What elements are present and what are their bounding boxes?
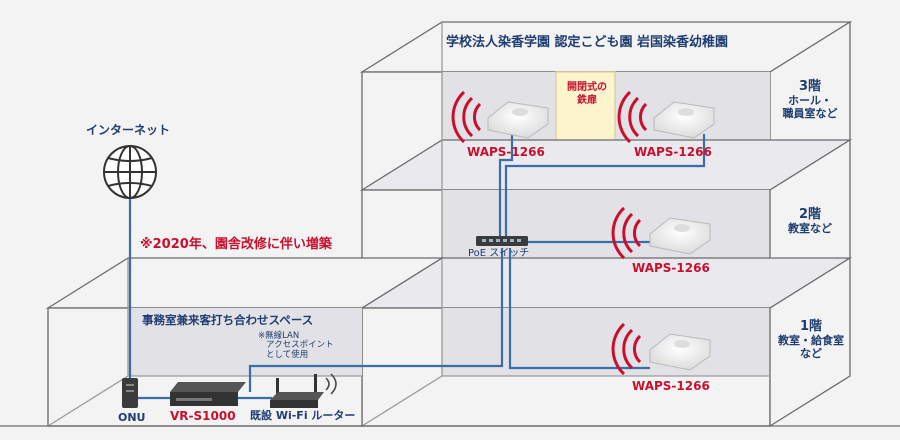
floor-3-label: 3階 ホール・ 職員室など (782, 79, 838, 120)
annex-back (128, 308, 362, 376)
vr-s1000-icon (170, 382, 246, 406)
access-point-3f-left (451, 90, 549, 144)
ap-label-2f: WAPS-1266 (632, 261, 710, 275)
lan-note: ※無線LAN アクセスポイント として使用 (258, 331, 334, 360)
cable-switch-ap-1f (508, 248, 650, 370)
wifi-router-icon (270, 373, 337, 408)
internet-label: インターネット (86, 123, 171, 137)
expansion-note: ※2020年、園舎改修に伴い増築 (140, 237, 332, 252)
floor-1-side (769, 256, 851, 428)
cable-switch-ap-3f-left (498, 134, 514, 236)
onu-icon (122, 378, 138, 408)
cable-switch-ap-3f-right (504, 134, 706, 236)
ap-label-3f-right: WAPS-1266 (634, 145, 712, 159)
onu-label: ONU (118, 411, 146, 424)
floor-2-label: 2階 教室など (788, 207, 832, 235)
cables (128, 134, 706, 400)
poe-switch-label: PoE スイッチ (468, 248, 530, 259)
building-title: 学校法人染香学園 認定こども園 岩国染香幼稚園 (446, 35, 729, 50)
globe-icon (103, 145, 157, 199)
office-label: 事務室兼来客打ち合わせスペース (142, 313, 314, 327)
ap-label-1f: WAPS-1266 (632, 379, 710, 393)
floor-1-slab (359, 257, 853, 309)
access-point-3f-right (617, 90, 715, 144)
floor-1-label: 1階 教室・給食室 など (778, 319, 844, 360)
access-point-2f (611, 206, 711, 260)
cable-router-switch (248, 248, 504, 392)
ap-label-3f-left: WAPS-1266 (467, 145, 545, 159)
poe-switch-icon (476, 236, 528, 246)
access-point-1f (611, 322, 711, 376)
wifi-router-label: 既設 Wi-Fi ルーター (250, 409, 356, 422)
door-label: 開閉式の 鉄扉 (567, 82, 607, 106)
vr-s1000-label: VR-S1000 (170, 409, 236, 423)
